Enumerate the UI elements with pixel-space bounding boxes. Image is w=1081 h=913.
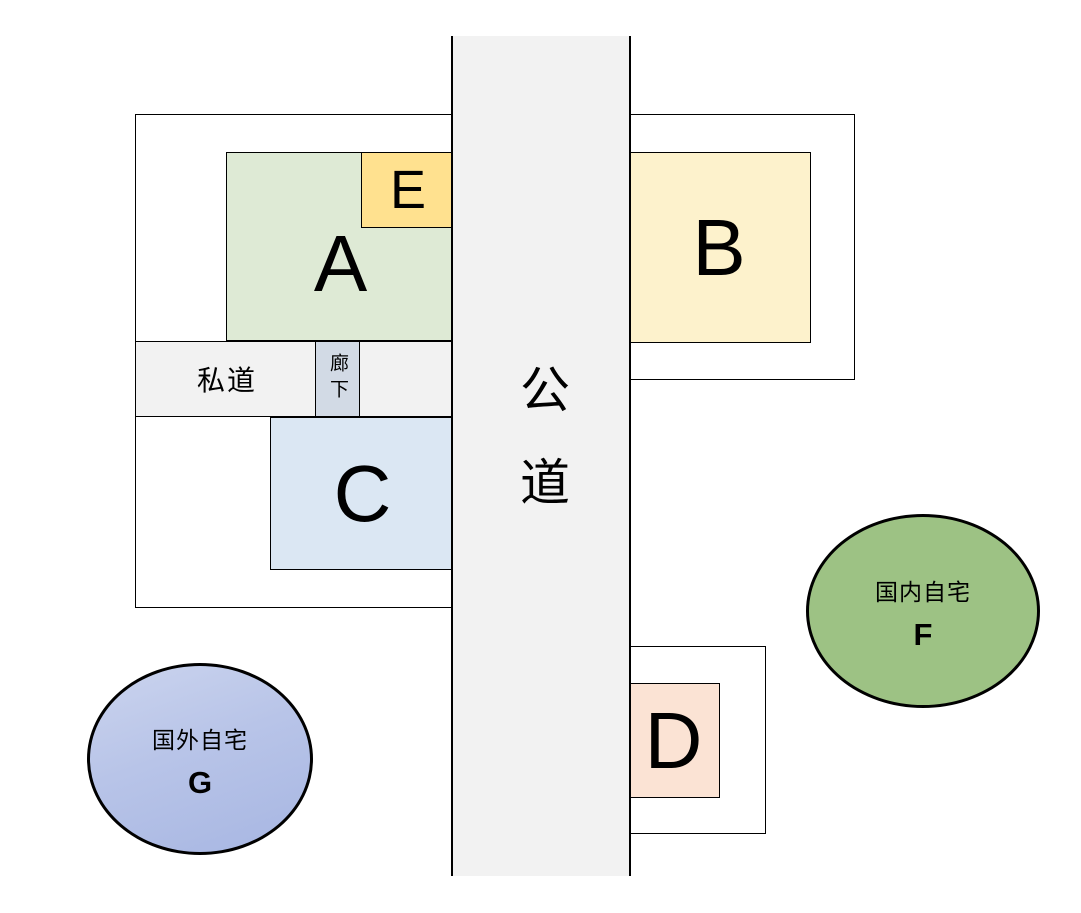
corridor: 廊下 (315, 341, 360, 417)
parcel-d-label: D (644, 695, 703, 785)
home-domestic-letter: F (913, 616, 933, 652)
parcel-e: E (361, 152, 455, 228)
home-overseas-letter: G (187, 764, 213, 800)
corridor-label: 廊下 (327, 353, 348, 405)
parcel-d: D (627, 683, 720, 798)
home-overseas-label: 国外自宅 (152, 726, 248, 753)
home-domestic-ellipse: 国内自宅 F (806, 514, 1040, 708)
home-overseas-ellipse: 国外自宅 G (87, 663, 313, 855)
public-road-label: 公道 (513, 363, 569, 549)
parcel-e-label: E (389, 160, 427, 220)
public-road: 公道 (451, 36, 631, 876)
parcel-c-label: C (333, 448, 392, 538)
private-road-label: 私道 (196, 365, 257, 396)
parcel-a-label: A (313, 218, 368, 308)
parcel-c: C (270, 417, 455, 570)
parcel-b-label: B (692, 202, 746, 292)
home-domestic-label: 国内自宅 (875, 578, 971, 605)
parcel-b: B (627, 152, 811, 343)
private-road: 私道 (135, 341, 455, 417)
